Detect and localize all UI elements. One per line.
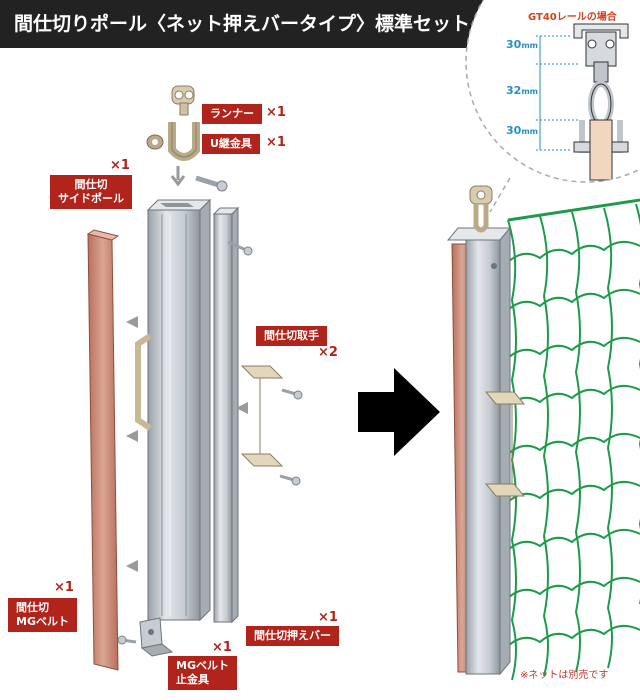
handle-part-rear	[135, 333, 152, 431]
press-bar-part	[212, 206, 240, 624]
u-fitting-part	[146, 122, 200, 161]
qty-press-bar: ×1	[318, 610, 338, 625]
dimension-bottom: 30mm	[506, 124, 538, 137]
rail-detail-title: GT40レールの場合	[528, 12, 617, 23]
qty-mg-belt: ×1	[54, 580, 74, 595]
rail-detail	[465, 0, 640, 213]
label-runner: ランナー	[202, 104, 262, 124]
assembly-result-arrow	[358, 368, 440, 456]
dimension-middle: 32mm	[506, 84, 538, 97]
qty-stopper: ×1	[212, 640, 232, 655]
label-mg-belt: 間仕切 MGベルト	[8, 598, 77, 632]
label-side-pole: 間仕切 サイドポール	[50, 175, 132, 209]
qty-handle: ×2	[318, 345, 338, 360]
label-press-bar: 間仕切押えバー	[246, 626, 339, 646]
label-handle: 間仕切取手	[256, 326, 327, 346]
dimension-top: 30mm	[506, 38, 538, 51]
stopper-part	[117, 617, 174, 657]
assembly-arrows	[126, 316, 248, 572]
runner-part	[171, 85, 195, 116]
qty-side-pole: ×1	[110, 158, 130, 173]
handle-part-front	[240, 365, 284, 467]
qty-runner: ×1	[266, 105, 286, 120]
side-pole-part	[146, 198, 212, 622]
label-stopper: MGベルト 止金具	[168, 656, 237, 690]
label-u-fitting: U継金具	[202, 134, 260, 154]
screw-part-top	[227, 240, 253, 256]
bolt-part	[195, 175, 228, 192]
assembled-pole	[446, 185, 526, 676]
page-title: 間仕切りポール〈ネット押えバータイプ〉標準セット	[0, 0, 492, 48]
mg-belt-part	[86, 229, 120, 671]
screw-part-mid	[279, 388, 303, 486]
net-sold-separately-note: ※ネットは別売です	[520, 670, 609, 681]
arrow-down	[170, 166, 186, 187]
net-illustration	[507, 198, 640, 681]
qty-u-fitting: ×1	[266, 135, 286, 150]
